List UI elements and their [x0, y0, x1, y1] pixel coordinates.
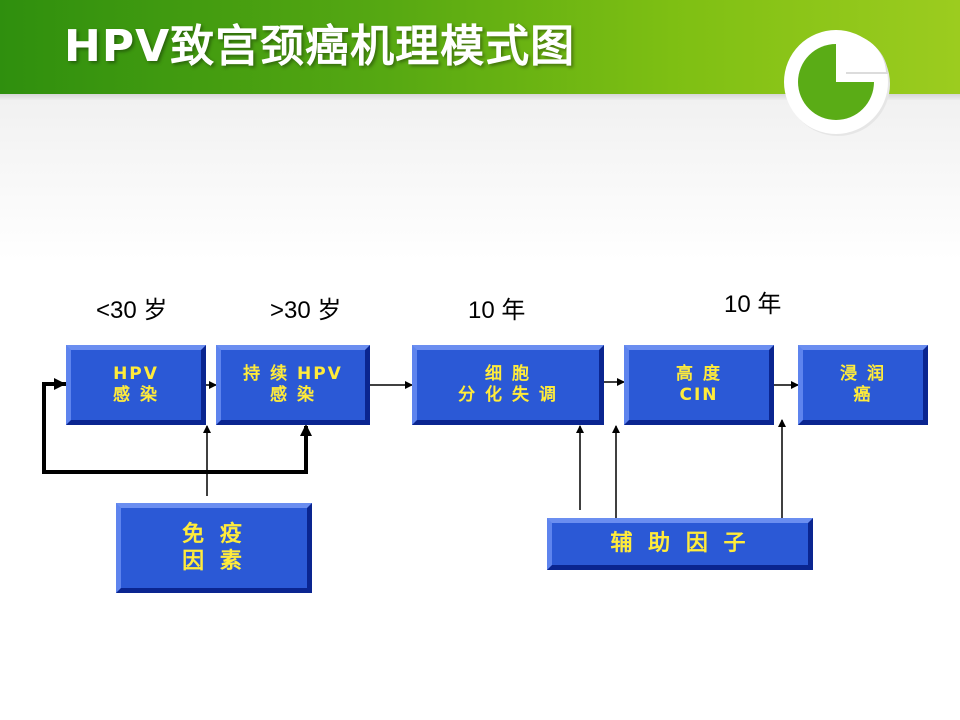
stage-hpv-infection: HPV 感 染 [66, 345, 206, 425]
stage-line2: CIN [679, 385, 719, 405]
slide-title: HPV致宫颈癌机理模式图 [64, 21, 576, 72]
years-label-1: 10 年 [468, 297, 526, 324]
cofactor-label: 辅 助 因 子 [610, 531, 750, 557]
stage-invasive-cancer: 浸 润 癌 [798, 345, 928, 425]
age-over-30-label: >30 岁 [270, 297, 342, 324]
age-under-30-label: <30 岁 [96, 297, 168, 324]
stage-line2: 感 染 [113, 385, 159, 405]
stage-persistent-hpv: 持 续 HPV 感 染 [216, 345, 370, 425]
stage-line1: 细 胞 [485, 363, 531, 384]
stage-high-grade-cin: 高 度 CIN [624, 345, 774, 425]
logo-icon [784, 30, 890, 136]
stage-line2: 分 化 失 调 [458, 385, 558, 405]
header-divider [0, 94, 960, 104]
stage-line2: 癌 [853, 385, 873, 405]
header-gradient-band [0, 100, 960, 260]
stage-line1: HPV [113, 363, 159, 384]
stage-line1: 高 度 [676, 363, 722, 384]
immune-line2: 因 素 [182, 549, 246, 574]
stage-cell-dysregulation: 细 胞 分 化 失 调 [412, 345, 604, 425]
years-label-2: 10 年 [724, 291, 782, 318]
cofactors-box: 辅 助 因 子 [547, 518, 813, 570]
immune-line1: 免 疫 [182, 521, 246, 547]
stage-line2: 感 染 [270, 385, 316, 405]
stage-line1: 持 续 HPV [243, 363, 343, 384]
stage-line1: 浸 润 [840, 363, 886, 384]
immune-factors-box: 免 疫 因 素 [116, 503, 312, 593]
